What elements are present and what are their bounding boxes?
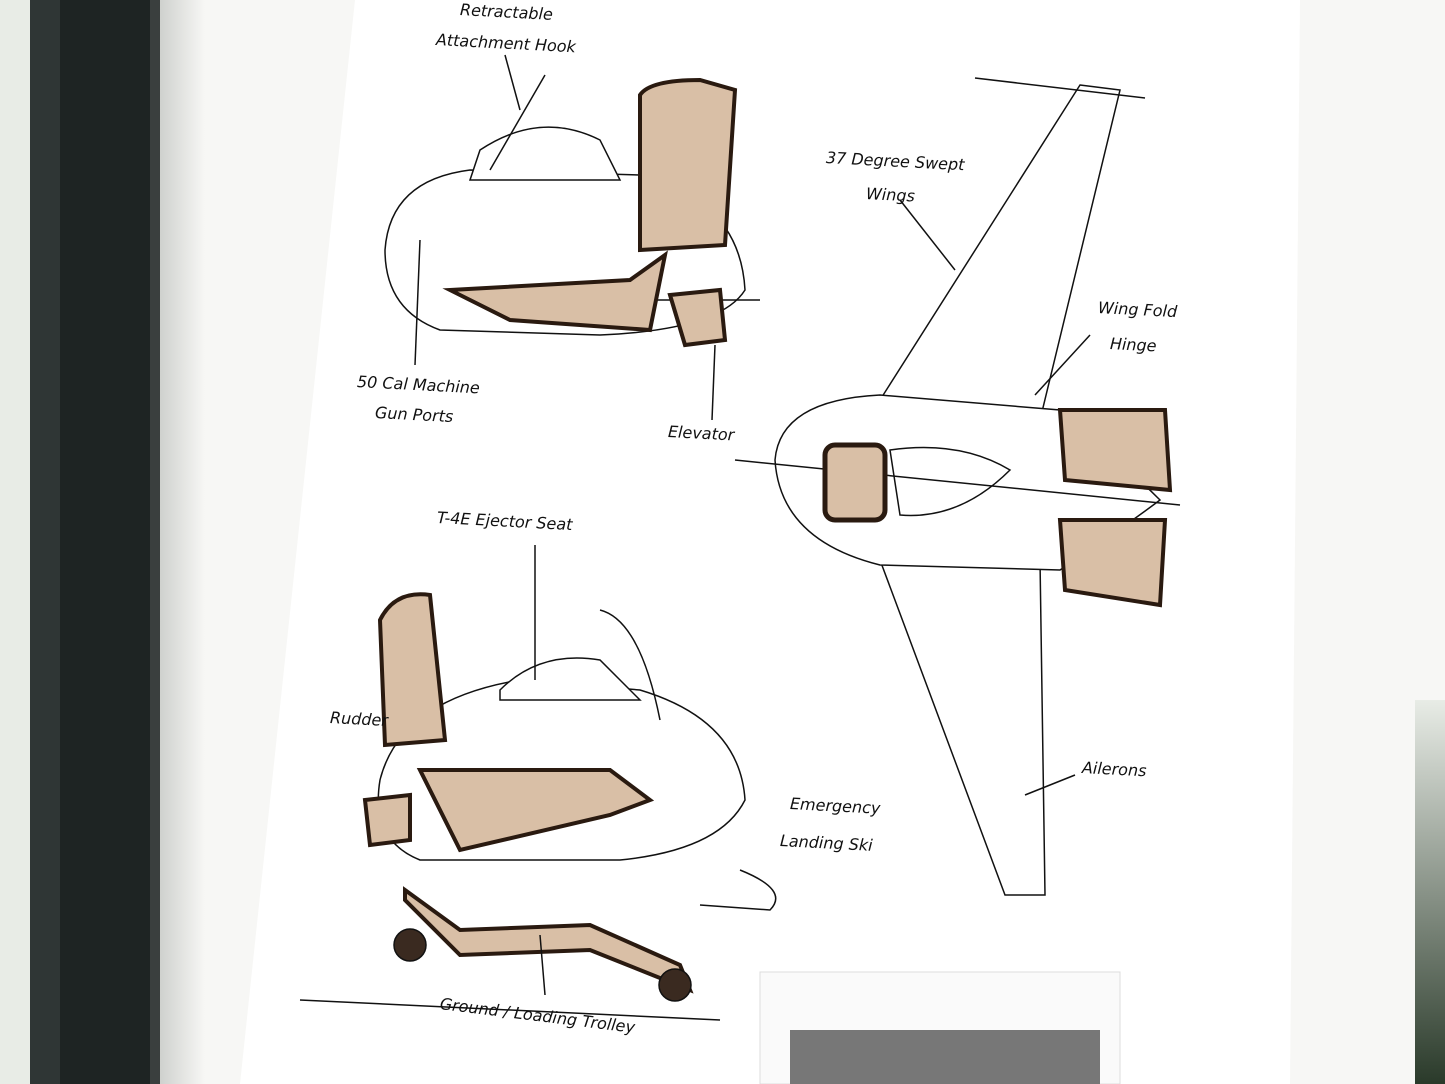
trolley-wheel [393, 928, 427, 962]
photo [790, 1030, 1100, 1084]
background-right [1415, 700, 1445, 1084]
wood-rudder-top [638, 77, 738, 253]
wood-elevator-top [442, 250, 668, 333]
label-rudder: Rudder [329, 708, 389, 731]
wood-rudder-bottom [377, 592, 448, 748]
mat-shadow [160, 0, 205, 1084]
wood-tail-lower [1057, 518, 1168, 608]
wood-tail-upper [1057, 408, 1173, 493]
label-ailerons: Ailerons [1081, 758, 1147, 781]
label-guns-2: Gun Ports [374, 403, 454, 427]
label-elevator: Elevator [667, 422, 735, 445]
label-wings-2: Wings [865, 184, 916, 206]
label-fold-1: Wing Fold [1097, 298, 1178, 322]
label-fold-2: Hinge [1109, 334, 1158, 356]
picture-frame-left [0, 0, 175, 1084]
trolley-wheel [658, 968, 692, 1002]
wood-elevator-bottom [416, 768, 655, 853]
